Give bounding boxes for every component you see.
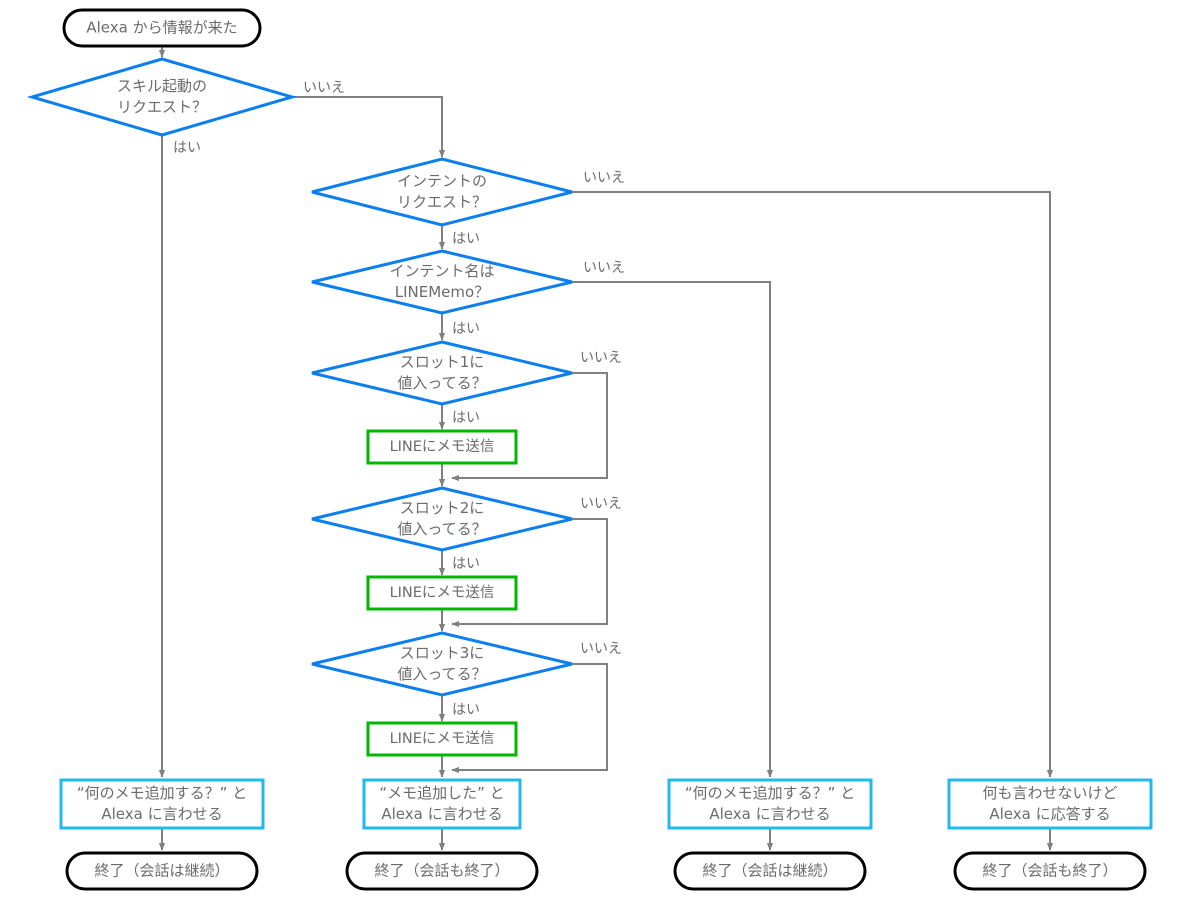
edge-label: はい: [452, 556, 480, 572]
node-label: Alexa に言わせる: [381, 805, 502, 823]
node-label: Alexa に応答する: [989, 805, 1110, 823]
node-label: 値入ってる？: [397, 665, 486, 683]
node-shape-terminal: [953, 851, 1147, 891]
node-e_cont_left[interactable]: 終了（会話は継続）: [65, 851, 259, 891]
node-label: Alexa に言わせる: [709, 805, 830, 823]
edge-e-slot1-yes: はい: [438, 404, 480, 430]
edge-label: いいえ: [580, 496, 622, 512]
node-label: スロット1に: [400, 353, 485, 371]
node-shape-terminal: [62, 8, 262, 48]
node-s_ask_right[interactable]: “何のメモ追加する？” と Alexa に言わせる: [667, 778, 873, 830]
node-e_end_mid[interactable]: 終了（会話も終了）: [345, 851, 539, 891]
node-shape-speech: [667, 778, 873, 830]
edge-e-skill-no: いいえ: [292, 80, 446, 158]
edge-e-slot1-no: いいえ: [451, 350, 622, 482]
edge-label: いいえ: [583, 170, 625, 186]
edge-path: [451, 663, 608, 774]
edge-label: はい: [452, 702, 480, 718]
node-label: スキル起動の: [117, 77, 207, 95]
node-label: インテントの: [397, 172, 487, 190]
node-label: 値入ってる？: [397, 520, 486, 538]
edge-path: [451, 518, 608, 628]
node-shape-speech: [59, 778, 265, 830]
node-label: リクエスト？: [117, 98, 207, 116]
node-shape-process: [366, 721, 518, 757]
node-e_end_right[interactable]: 終了（会話も終了）: [953, 851, 1147, 891]
edge-e-slot2-yes: はい: [438, 550, 480, 576]
node-label: 何も言わせないけど: [982, 784, 1117, 802]
node-label: インテント名は: [389, 262, 494, 280]
edge-e-slot2-no: いいえ: [451, 496, 622, 628]
node-label: “メモ追加した” と: [379, 784, 504, 802]
node-label: Alexa に言わせる: [101, 805, 222, 823]
edge-path: [572, 191, 1054, 778]
edge-path: [572, 281, 774, 778]
edge-e-name-yes: はい: [438, 313, 480, 341]
node-shape-terminal: [65, 851, 259, 891]
node-shape-decision: [311, 340, 573, 406]
node-shape-speech: [362, 778, 522, 830]
node-label: LINEにメモ送信: [390, 584, 495, 601]
node-s_silent[interactable]: 何も言わせないけど Alexa に応答する: [947, 778, 1153, 830]
node-label: スロット3に: [400, 644, 485, 662]
node-label: “何のメモ追加する？” と: [685, 784, 855, 802]
edge-e-slot3-yes: はい: [438, 695, 480, 722]
node-shape-terminal: [673, 851, 867, 891]
node-e_cont_right[interactable]: 終了（会話は継続）: [673, 851, 867, 891]
edge-label: はい: [452, 321, 480, 337]
node-label: 終了（会話も終了）: [982, 862, 1117, 880]
node-shape-decision: [311, 631, 573, 697]
node-label: “何のメモ追加する？” と: [77, 784, 247, 802]
node-label: 値入ってる？: [397, 374, 486, 392]
node-label: LINEにメモ送信: [390, 438, 495, 455]
node-p_send2[interactable]: LINEにメモ送信: [366, 575, 518, 611]
node-label: LINEMemo？: [395, 283, 489, 301]
edge-label: いいえ: [580, 641, 622, 657]
node-shape-process: [366, 429, 518, 465]
edge-path: [292, 96, 446, 158]
node-p_send1[interactable]: LINEにメモ送信: [366, 429, 518, 465]
node-layer: Alexa から情報が来たスキル起動のリクエスト？インテントのリクエスト？インテ…: [26, 8, 1153, 891]
node-label: 終了（会話は継続）: [702, 862, 837, 880]
node-d_name[interactable]: インテント名は LINEMemo？: [311, 249, 573, 315]
edge-label: いいえ: [580, 350, 622, 366]
edge-e-intent-yes: はい: [438, 225, 480, 250]
edge-label: いいえ: [583, 260, 625, 276]
edge-label: はい: [452, 410, 480, 426]
node-p_send3[interactable]: LINEにメモ送信: [366, 721, 518, 757]
node-shape-decision: [26, 57, 298, 137]
edge-e-skill-yes: はい: [158, 135, 201, 778]
node-start[interactable]: Alexa から情報が来た: [62, 8, 262, 48]
node-shape-decision: [311, 157, 573, 227]
node-label: LINEにメモ送信: [390, 730, 495, 747]
node-shape-decision: [311, 249, 573, 315]
edge-e-intent-no: いいえ: [572, 170, 1054, 778]
node-label: 終了（会話も終了）: [374, 862, 509, 880]
node-shape-terminal: [345, 851, 539, 891]
node-shape-process: [366, 575, 518, 611]
node-label: リクエスト？: [397, 193, 487, 211]
node-label: Alexa から情報が来た: [86, 19, 237, 37]
node-shape-decision: [311, 486, 573, 552]
node-s_ask_left[interactable]: “何のメモ追加する？” と Alexa に言わせる: [59, 778, 265, 830]
edge-e-name-no: いいえ: [572, 260, 774, 778]
edge-label: はい: [452, 231, 480, 247]
edge-path: [451, 372, 608, 482]
node-s_added[interactable]: “メモ追加した” と Alexa に言わせる: [362, 778, 522, 830]
node-shape-speech: [947, 778, 1153, 830]
edge-label: いいえ: [303, 80, 345, 96]
node-label: 終了（会話は継続）: [94, 862, 229, 880]
edge-label: はい: [173, 140, 201, 156]
node-label: スロット2に: [400, 499, 485, 517]
edge-e-slot3-no: いいえ: [451, 641, 622, 774]
